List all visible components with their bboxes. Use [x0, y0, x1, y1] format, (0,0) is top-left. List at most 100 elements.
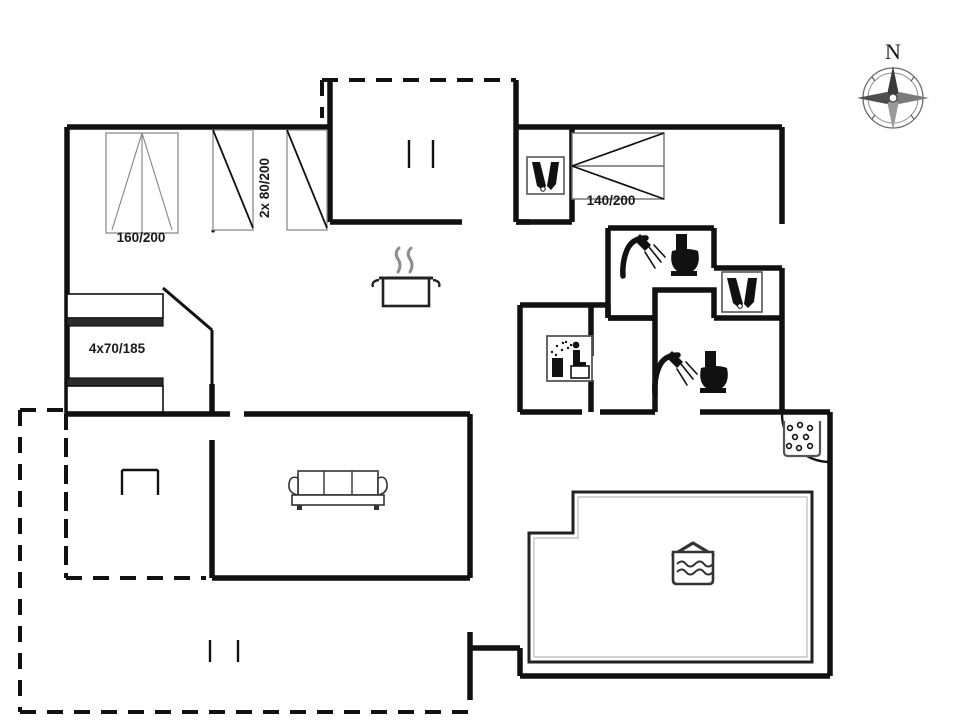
wardrobe-1-garment-right — [547, 162, 559, 190]
bubble-4 — [791, 433, 799, 441]
compass-needle-west — [857, 92, 893, 104]
bed-twin-left — [212, 129, 254, 231]
bed-double-160-diag-right — [141, 132, 173, 231]
sauna-person-head — [572, 341, 580, 349]
whirlpool-bubbles — [785, 421, 814, 452]
wardrobe-2-garment-left — [727, 278, 743, 308]
shower-2-head — [666, 351, 683, 368]
bed-double-160 — [105, 132, 179, 234]
sauna-icon — [546, 335, 593, 382]
bed-double-140 — [571, 132, 665, 200]
toilet-icon-1 — [671, 234, 699, 276]
shower-icon-1 — [620, 234, 666, 279]
bubble-1 — [786, 424, 794, 432]
toilet-1-bowl — [671, 249, 699, 274]
tooth-se — [910, 114, 915, 120]
bed-twin-right-diag — [286, 129, 328, 229]
pot-handle-right — [432, 278, 441, 288]
pool-outline — [527, 490, 814, 664]
sofa-leg-right — [374, 505, 379, 510]
bubble-2 — [796, 421, 804, 429]
sauna-dot-1 — [550, 350, 554, 354]
wardrobe-2-garment-right — [744, 278, 757, 308]
tooth-ne — [910, 76, 915, 82]
label-bed-double-140: 140/200 — [587, 193, 636, 208]
label-bunk-beds-70: 4x70/185 — [89, 341, 146, 356]
shower-1-spray-3 — [644, 251, 656, 269]
sofa-base — [291, 494, 385, 506]
sauna-dot-6 — [554, 353, 558, 357]
pot-steam-right — [406, 246, 414, 274]
cooking-pot-icon — [371, 246, 441, 308]
bubble-8 — [806, 442, 814, 450]
toilet-2-base — [700, 388, 726, 393]
bubble-5 — [802, 433, 810, 441]
bunk-beds-70 — [66, 293, 164, 413]
shower-1-spray-1 — [648, 246, 662, 263]
whirlpool-corner — [780, 413, 831, 464]
sofa-back — [297, 470, 379, 496]
sauna-steam-dots — [550, 340, 573, 357]
sauna-dot-5 — [566, 346, 570, 350]
sofa-arm-right — [377, 476, 388, 496]
sauna-bench — [570, 365, 590, 379]
compass-hub — [888, 93, 898, 103]
shower-2-spray — [676, 361, 698, 386]
shower-2-spray-3 — [676, 368, 688, 386]
passage-tick-group — [120, 140, 435, 662]
wall-group — [64, 80, 833, 700]
wardrobe-icon-1 — [526, 156, 565, 195]
shower-2-spray-2 — [685, 361, 698, 375]
pool-icon-basin — [671, 550, 715, 586]
shower-1-spray — [644, 244, 666, 269]
pool-basin — [527, 490, 814, 664]
swimming-pool-icon — [671, 541, 715, 586]
sauna-stove — [552, 358, 563, 377]
bubble-3 — [806, 424, 814, 432]
bed-twin-right — [286, 129, 328, 231]
label-bed-double-160: 160/200 — [117, 230, 166, 245]
toilet-1-base — [671, 271, 697, 276]
bubble-7 — [795, 444, 803, 452]
sauna-dot-7 — [564, 340, 568, 344]
sofa-icon — [288, 470, 388, 510]
compass-rose: N — [857, 39, 929, 130]
whirlpool-icon — [782, 421, 822, 458]
label-beds-two-80: 2x 80/200 — [257, 158, 272, 218]
compass-needle-north — [887, 66, 899, 101]
shower-1-spray-2 — [653, 244, 666, 258]
pool-inner-outline — [533, 496, 808, 658]
wardrobe-1-detail — [540, 186, 546, 192]
bunk-bed-upper-2 — [66, 317, 164, 327]
compass-needle-south — [887, 95, 899, 130]
pot-steam-left — [394, 246, 402, 274]
sauna-dot-2 — [555, 344, 559, 348]
toilet-icon-2 — [700, 351, 728, 393]
tooth-sw — [871, 114, 876, 120]
pool-icon-wave-1 — [676, 560, 714, 568]
bed-double-140-diag-down — [571, 165, 665, 200]
bunk-bed-lower-2 — [66, 385, 164, 413]
toilet-2-cistern — [705, 351, 716, 368]
pool-icon-wave-2 — [676, 568, 714, 576]
bunk-bed-lower-1 — [66, 377, 164, 387]
shower-2-spray-1 — [680, 363, 694, 380]
compass-needle-east — [893, 92, 929, 104]
toilet-2-bowl — [700, 366, 728, 391]
wardrobe-1-garment-left — [532, 162, 546, 190]
pot-body — [381, 276, 431, 308]
pot-handle-left — [371, 278, 380, 288]
door-swing-bunkroom — [162, 286, 213, 332]
compass-north-label: N — [885, 39, 901, 64]
shower-1-head — [634, 234, 651, 251]
toilet-1-cistern — [676, 234, 687, 251]
tooth-nw — [871, 76, 876, 82]
sofa-leg-left — [297, 505, 302, 510]
bed-twin-left-diag — [212, 129, 254, 229]
bunk-bed-upper-1 — [66, 293, 164, 319]
sauna-dot-4 — [560, 348, 564, 352]
wall-bath-upper-bottom — [652, 287, 717, 318]
